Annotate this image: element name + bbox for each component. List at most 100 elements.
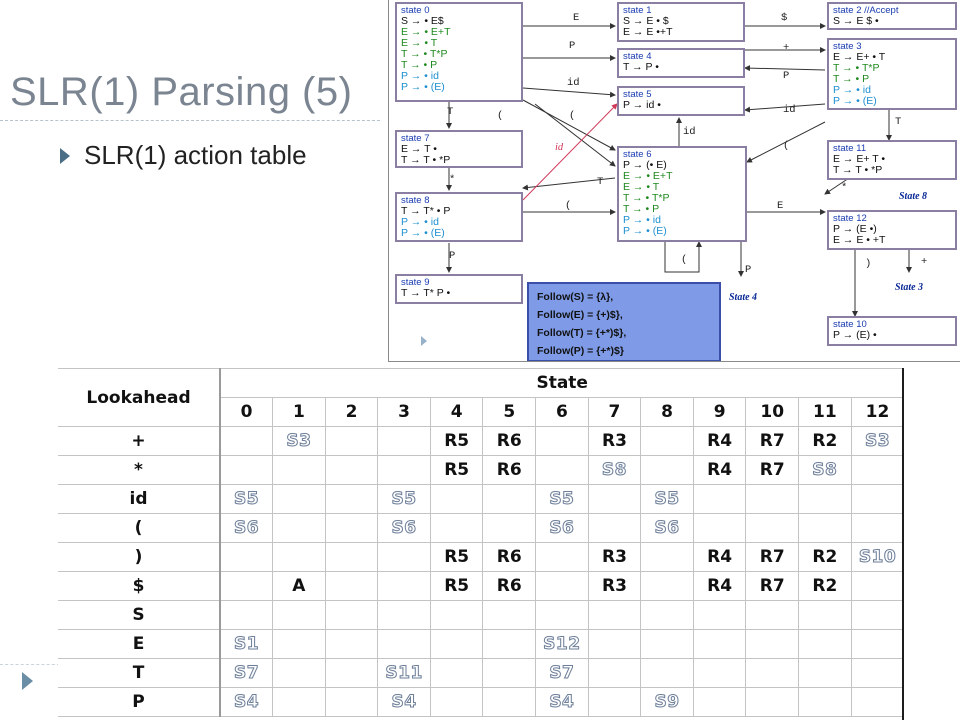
lr-item: T → T • *P [401, 154, 451, 166]
table-row: S [58, 600, 905, 630]
table-cell [798, 658, 852, 688]
table-cell: R5 [429, 426, 484, 456]
state-0-box: state 0 S → • E$ E → • E+T E → • T T → •… [395, 2, 523, 102]
slide-nav-arrow-icon [22, 672, 33, 690]
follow-set: Follow(P) = {+*)$} [537, 345, 624, 357]
state-6-box: state 6 P → (• E) E → • E+T E → • T T → … [617, 146, 747, 242]
table-cell [745, 658, 800, 688]
lr0-automaton-diagram: state 0 S → • E$ E → • E+T E → • T T → •… [388, 0, 960, 362]
lr-item: S → E $ • [833, 15, 879, 27]
table-cell [850, 687, 905, 717]
state-number-header: 5 [482, 397, 537, 427]
table-cell [640, 542, 694, 572]
table-cell [535, 600, 589, 630]
state-10-box: state 10 P → (E) • [827, 316, 957, 346]
table-cell [692, 687, 747, 717]
lr-item: S → E • $ [623, 15, 669, 27]
table-cell [692, 513, 747, 543]
bullet-text: SLR(1) action table [84, 140, 307, 170]
lr-item: T → T* • P [401, 205, 451, 217]
edge-label: P [569, 40, 576, 52]
edge-label: ( [497, 110, 504, 122]
table-cell [850, 658, 905, 688]
lr-item: P → (E •) [833, 223, 877, 235]
state-number-header: 12 [850, 397, 905, 427]
table-cell [272, 687, 326, 717]
table-cell: R4 [692, 542, 747, 572]
table-cell [219, 600, 274, 630]
table-cell [535, 571, 589, 601]
state-7-box: state 7 E → T • T → T • *P [395, 130, 523, 168]
lr-item: P → • (E) [401, 227, 445, 239]
table-cell [798, 484, 852, 514]
state-number-header: 9 [692, 397, 747, 427]
table-cell: R5 [429, 455, 484, 485]
table-cell [640, 571, 694, 601]
table-cell: R7 [745, 426, 800, 456]
table-cell [482, 600, 537, 630]
bullet-item: SLR(1) action table [60, 140, 307, 171]
edge-label: + [921, 256, 928, 268]
lr-item: P → • id [401, 216, 439, 228]
lr-item: E → E •+T [623, 26, 673, 38]
table-cell [429, 484, 484, 514]
state-12-box: state 12 P → (E •) E → E • +T [827, 210, 957, 250]
lr-item: T → • P [401, 59, 438, 71]
edge-label: id [555, 142, 564, 153]
table-cell: S4 [535, 687, 589, 717]
lr-item: P → id • [623, 99, 661, 111]
edge-label: P [449, 250, 456, 262]
lr-item: P → (E) • [833, 329, 877, 341]
state-name: state 8 [401, 195, 430, 206]
table-cell [272, 658, 326, 688]
lr-item: E → • T [401, 37, 438, 49]
table-cell [587, 687, 642, 717]
lr-item: E → E+ T • [833, 153, 886, 165]
table-cell [850, 484, 905, 514]
table-cell: S6 [640, 513, 694, 543]
table-cell [640, 455, 694, 485]
table-cell [745, 687, 800, 717]
table-cell: S6 [219, 513, 274, 543]
table-cell [798, 687, 852, 717]
table-cell [692, 600, 747, 630]
table-cell [482, 629, 537, 659]
table-cell [324, 600, 379, 630]
table-cell: R6 [482, 426, 537, 456]
edge-label: P [745, 264, 752, 276]
lr-item: T → T* P • [401, 287, 451, 299]
lr-item: T → T • *P [833, 164, 883, 176]
state-name: state 4 [623, 51, 652, 62]
lookahead-symbol: + [58, 426, 221, 456]
table-cell: S3 [272, 426, 326, 456]
table-cell [272, 542, 326, 572]
table-cell [377, 542, 431, 572]
lookahead-symbol: $ [58, 571, 221, 601]
lr-item: P → • (E) [401, 81, 445, 93]
state-name: state 7 [401, 133, 430, 144]
table-cell [587, 513, 642, 543]
table-cell: R6 [482, 542, 537, 572]
table-cell: R4 [692, 426, 747, 456]
state-name: state 11 [833, 143, 867, 154]
lr-item: T → • P [833, 73, 870, 85]
state-name: state 5 [623, 89, 652, 100]
lr-item: P → • id [623, 214, 661, 226]
table-cell: R5 [429, 571, 484, 601]
state-number-header: 0 [219, 397, 274, 427]
state-name: state 12 [833, 213, 867, 224]
table-cell [377, 455, 431, 485]
table-cell: R3 [587, 426, 642, 456]
table-cell: S4 [219, 687, 274, 717]
table-cell [850, 600, 905, 630]
table-cell: R4 [692, 455, 747, 485]
lr-item: E → • E+T [623, 170, 673, 182]
table-cell: S3 [850, 426, 905, 456]
diagram-nav-arrow-icon [421, 336, 427, 346]
